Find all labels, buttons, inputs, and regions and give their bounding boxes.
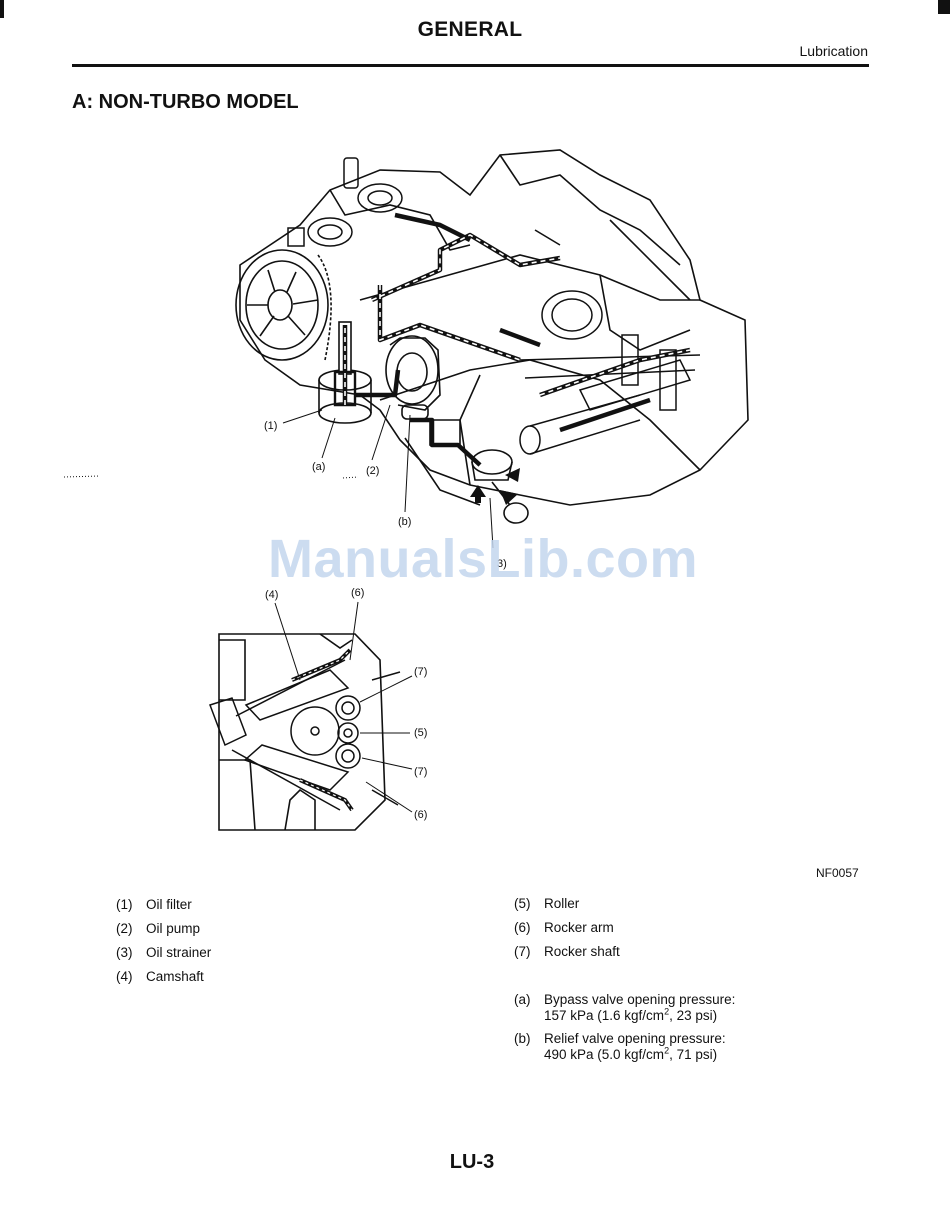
legend-item: (5) Roller (514, 892, 620, 916)
legend-list-left: (1) Oil filter (2) Oil pump (3) Oil straine… (116, 893, 211, 989)
legend-label: Roller (544, 896, 580, 911)
page-title: GENERAL (417, 18, 523, 41)
legend-label: Oil filter (146, 897, 192, 912)
model-heading: A: NON-TURBO MODEL (72, 91, 299, 113)
legend-number: (4) (116, 969, 133, 984)
callout-7-bottom-label: (7) (414, 766, 427, 778)
legend-list-right: (5) Roller (6) Rocker arm (7) Rocker shaft (514, 892, 620, 964)
upper-callout-labels: (1) (a) (2) (b) 3) (264, 420, 507, 570)
legend-item: (2) Oil pump (116, 917, 211, 941)
oil-flow-paths-inner (344, 234, 691, 405)
legend-label: Oil pump (146, 921, 201, 936)
legend-number: (2) (116, 921, 133, 936)
pressure-notes: (a) Bypass valve opening pressure: 157 k… (514, 992, 735, 1070)
callout-6-bottom-label: (6) (414, 809, 427, 821)
legend-number: (5) (514, 896, 531, 911)
lower-callout-leaders (274, 601, 413, 813)
callout-2-label: (2) (366, 465, 379, 477)
camshaft-rocker-assembly (519, 290, 701, 455)
note-relief-valve: (b) Relief valve opening pressure: 490 k… (514, 1031, 735, 1063)
legend-item: (6) Rocker arm (514, 916, 620, 940)
scan-edge-mark-left (0, 0, 4, 18)
legend-number: (6) (514, 920, 531, 935)
note-value: 490 kPa (5.0 kgf/cm2, 71 psi) (544, 1045, 718, 1062)
note-number: (b) (514, 1031, 531, 1046)
legend-label: Camshaft (146, 969, 204, 984)
header-rule (72, 64, 869, 67)
note-bypass-valve: (a) Bypass valve opening pressure: 157 k… (514, 992, 735, 1024)
callout-7-top-label: (7) (414, 666, 427, 678)
timing-belt-pulley (235, 249, 332, 361)
legend-label: Oil strainer (146, 945, 212, 960)
section-name: Lubrication (799, 43, 869, 59)
head-oil-galleries-inner (291, 649, 353, 811)
legend-item: (1) Oil filter (116, 893, 211, 917)
cylinder-head-section (218, 633, 386, 831)
callout-5-label: (5) (414, 727, 427, 739)
callout-6-top-label: (6) (351, 587, 364, 599)
intake-manifold-ports (287, 157, 403, 247)
callout-a-label: (a) (312, 461, 325, 473)
flow-arrows (470, 468, 520, 505)
lower-callout-labels: (4) (6) (7) (5) (7) (6) (265, 587, 427, 821)
legend-label: Rocker shaft (544, 944, 620, 959)
legend-item: (4) Camshaft (116, 965, 211, 989)
callout-3-label: 3) (497, 558, 507, 570)
legend-item: (3) Oil strainer (116, 941, 211, 965)
page-number: LU-3 (449, 1151, 495, 1173)
engine-block-outline (239, 149, 749, 506)
figure-code: NF0057 (816, 866, 859, 880)
legend-number: (1) (116, 897, 133, 912)
note-value: 157 kPa (1.6 kgf/cm2, 23 psi) (544, 1006, 718, 1023)
legend-label: Rocker arm (544, 920, 614, 935)
note-text: Relief valve opening pressure: (544, 1031, 726, 1046)
note-number: (a) (514, 992, 531, 1007)
callout-4-label: (4) (265, 589, 278, 601)
watermark: ManualsLib.com (267, 529, 699, 589)
legend-number: (3) (116, 945, 133, 960)
legend-item: (7) Rocker shaft (514, 940, 620, 964)
valve-and-rocker-detail (209, 659, 401, 811)
engine-lubrication-diagram: (1) (a) (2) (b) 3) (63, 149, 749, 831)
upper-callout-leaders (63, 404, 494, 549)
callout-b-label: (b) (398, 516, 411, 528)
note-text: Bypass valve opening pressure: (544, 992, 736, 1007)
callout-1-label: (1) (264, 420, 277, 432)
legend-number: (7) (514, 944, 531, 959)
scan-edge-mark-right (938, 0, 950, 14)
